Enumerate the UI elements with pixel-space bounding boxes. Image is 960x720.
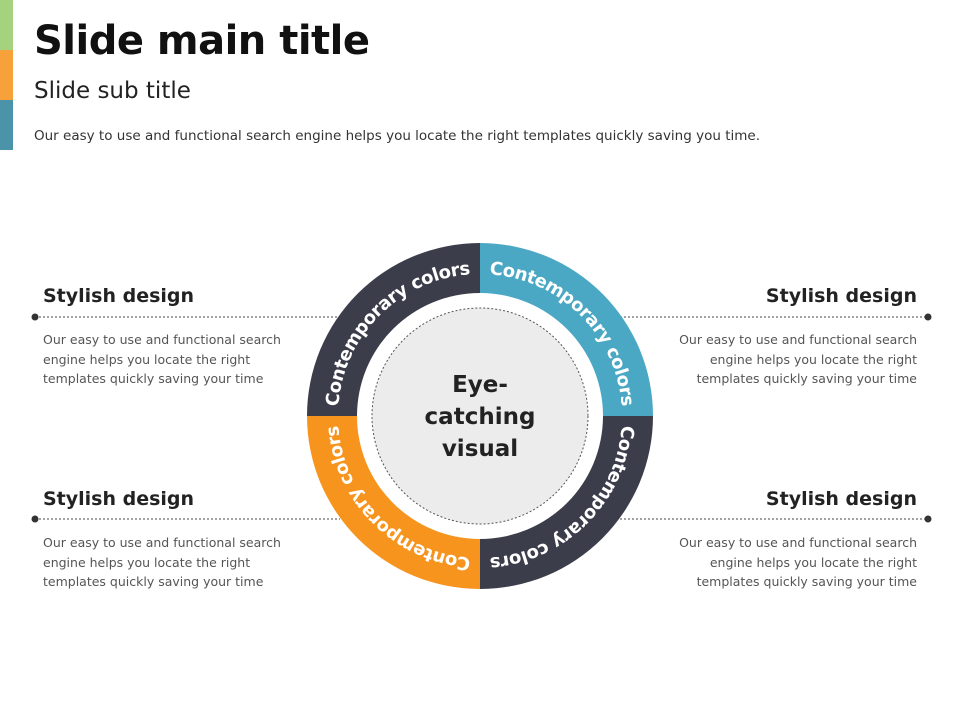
ring-segment-top-left — [307, 243, 480, 416]
connector-dot — [31, 515, 39, 523]
ring-segment-bottom-right — [480, 416, 653, 589]
item-heading-bottom-right: Stylish design — [765, 488, 917, 510]
connector-dot — [924, 515, 932, 523]
item-heading-top-left: Stylish design — [43, 285, 195, 307]
item-text-bottom-right: Our easy to use and functional search en… — [679, 535, 917, 589]
item-text-top-left: Our easy to use and functional search en… — [43, 332, 281, 386]
slide-subtitle: Slide sub title — [34, 78, 191, 104]
center-text-line: catching — [425, 404, 536, 430]
accent-bar-orange — [0, 50, 13, 100]
connector-lines — [35, 316, 928, 520]
ring-segment-bottom-left — [307, 416, 480, 589]
connector-dot — [31, 313, 39, 321]
center-text-line: visual — [442, 436, 518, 462]
slide-title: Slide main title — [34, 18, 370, 64]
item-text-top-right: Our easy to use and functional search en… — [679, 332, 917, 386]
item-heading-top-right: Stylish design — [765, 285, 917, 307]
accent-bar-green — [0, 0, 13, 50]
center-circle — [371, 307, 589, 525]
center-text-line: Eye- — [452, 372, 508, 398]
connector-dot — [924, 313, 932, 321]
slide-description: Our easy to use and functional search en… — [34, 128, 760, 144]
accent-bar-teal — [0, 100, 13, 150]
ring-segment-top-right — [480, 243, 653, 416]
item-heading-bottom-left: Stylish design — [43, 488, 195, 510]
item-text-bottom-left: Our easy to use and functional search en… — [43, 535, 281, 589]
